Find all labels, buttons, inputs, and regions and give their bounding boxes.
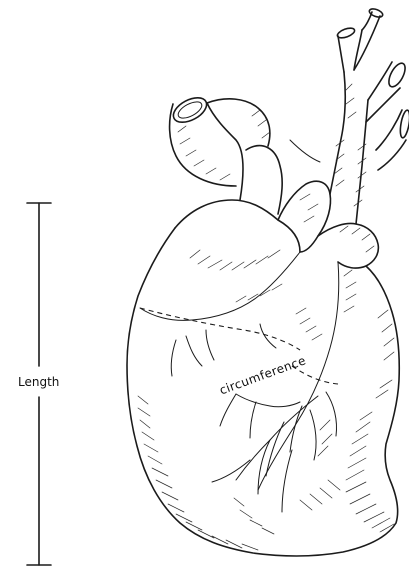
pulmonary-trunk-outline	[278, 181, 331, 252]
aorta-left-wall	[170, 104, 236, 186]
circumference-dash-upper	[140, 308, 300, 350]
heart-body	[127, 103, 399, 556]
vessel-trunk-right	[356, 100, 368, 224]
great-vessels	[169, 7, 409, 224]
hatch-upper-heart	[190, 250, 356, 340]
upper-vessel-c	[206, 330, 214, 360]
coronary-branch-d	[326, 392, 337, 436]
coronary-left-branch-a	[220, 394, 236, 426]
hatch-left-ventricle	[138, 396, 258, 550]
coronary-branch-g	[282, 450, 292, 512]
coronary-left-branch-b	[250, 402, 256, 438]
upper-vessel-a	[171, 340, 176, 376]
coronary-vessels	[171, 324, 336, 512]
right-atrium-outline	[175, 200, 300, 252]
ventricle-boundary	[140, 252, 300, 320]
aorta-opening	[169, 93, 210, 128]
vessel-crossing	[290, 140, 320, 162]
vessel-branch-4-upper	[376, 110, 402, 150]
left-auricle-outline	[318, 224, 378, 269]
coronary-branch-f	[212, 460, 250, 482]
vessel-trunk-left	[330, 72, 345, 194]
vessel-branch-3-opening	[386, 61, 409, 90]
hatch-right-ventricle	[346, 310, 394, 532]
heart-outline	[127, 228, 399, 556]
aorta-opening-inner	[176, 99, 205, 122]
vessel-branch-3-lower	[366, 88, 400, 122]
coronary-branch-e	[310, 410, 316, 460]
coronary-branch-b	[266, 422, 284, 476]
vessel-branch-1-opening	[336, 26, 356, 40]
coronary-branch-a	[290, 406, 302, 452]
circumference-label: circumference	[218, 353, 308, 397]
vessel-branch-1-left	[338, 36, 344, 72]
coronary-left-branch	[236, 394, 300, 407]
length-label: Length	[18, 375, 59, 389]
vessel-branch-4-lower	[378, 140, 406, 170]
upper-vessel-b	[186, 336, 202, 366]
aortic-arch-top	[207, 99, 270, 146]
